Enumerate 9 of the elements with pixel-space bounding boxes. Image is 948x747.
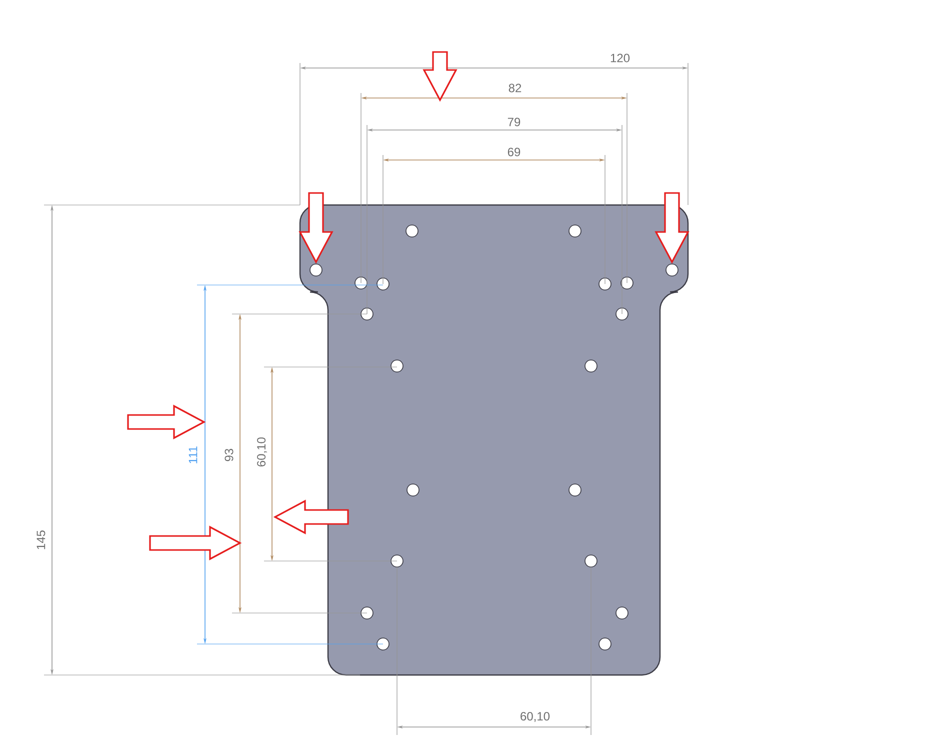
dimension-text: 145	[36, 530, 46, 550]
dimension-text: 82	[508, 84, 522, 92]
dimension-text: 69	[508, 148, 520, 156]
dimension-text: 93	[224, 448, 234, 462]
dimension-text: 120	[610, 54, 630, 62]
dimension-text: 79	[508, 118, 520, 126]
dimension-text: 60,10	[257, 437, 267, 466]
dimension-text: 111	[188, 446, 198, 464]
dimension-text: 60,10	[520, 712, 550, 722]
